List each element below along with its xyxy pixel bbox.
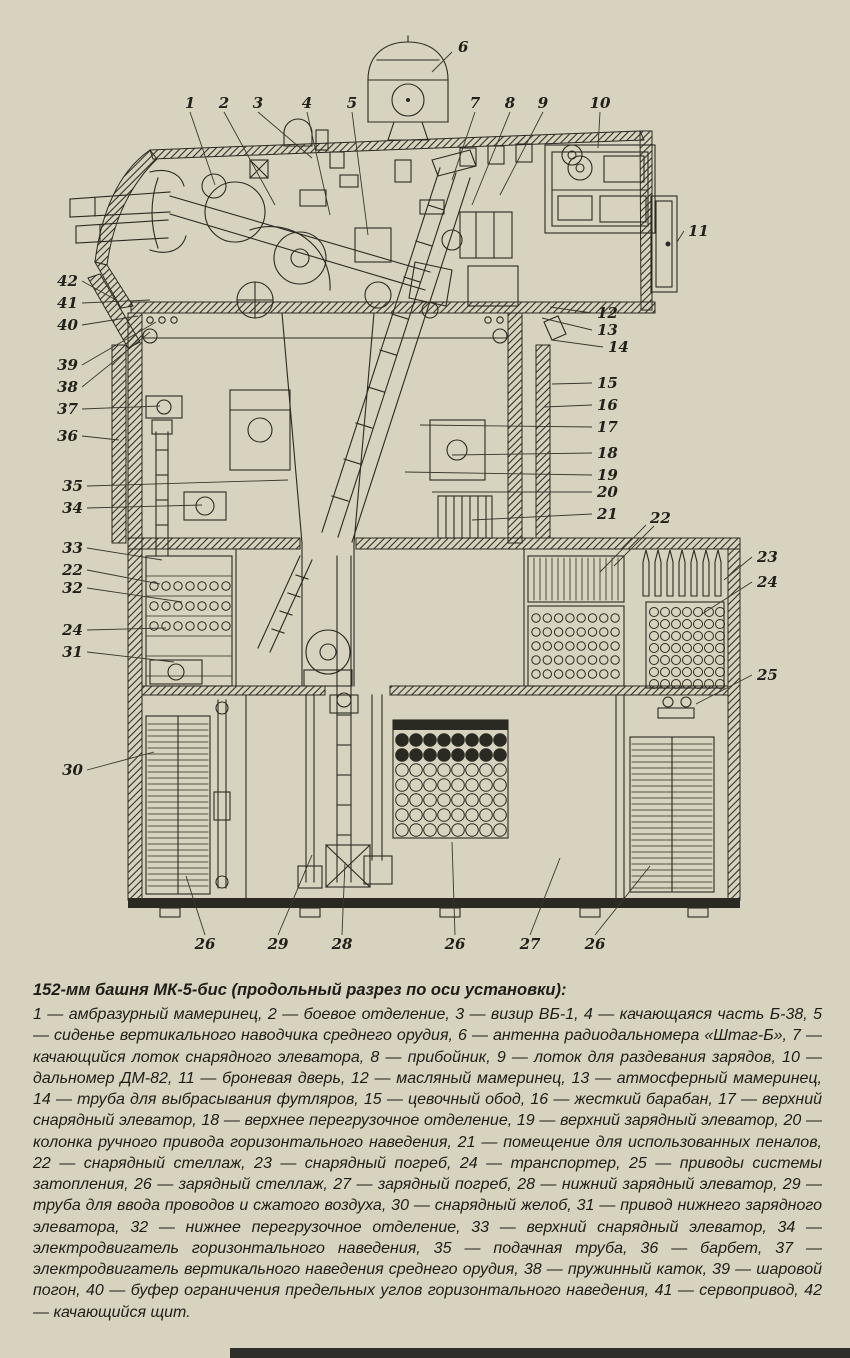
callout-number: 29 <box>267 935 289 953</box>
lower-hoists <box>213 555 695 899</box>
rangefinder-antenna <box>367 35 449 141</box>
right-shell-racks <box>527 549 725 689</box>
callout-number: 38 <box>57 378 78 396</box>
callout-number: 22 <box>61 561 83 579</box>
callout-number: 24 <box>756 573 778 591</box>
callout-number: 23 <box>756 548 778 566</box>
working-chamber <box>141 316 509 557</box>
callout-number: 10 <box>590 94 611 112</box>
callout-number: 39 <box>57 356 78 374</box>
callout-number: 26 <box>444 935 466 953</box>
callout-number: 20 <box>596 483 618 501</box>
diagonal-elevator <box>321 149 477 543</box>
callout-number: 18 <box>597 444 618 462</box>
callout-number: 32 <box>62 579 83 597</box>
callout-number: 12 <box>597 304 618 322</box>
callout-number: 41 <box>57 294 78 312</box>
callout-number: 28 <box>331 935 353 953</box>
callout-number: 33 <box>62 539 83 557</box>
callout-number: 16 <box>597 396 618 414</box>
callout-number: 40 <box>57 316 78 334</box>
feed-trunk <box>235 312 525 687</box>
turret-cross-section-drawing: 1 2 3 4 5 7 8 9 10 6 11 12 13 14 15 16 1… <box>57 35 778 953</box>
callout-number: 26 <box>584 935 606 953</box>
callout-number: 11 <box>688 222 709 240</box>
callout-number: 35 <box>62 477 83 495</box>
callout-number: 1 <box>185 94 195 112</box>
callout-number: 19 <box>597 466 618 484</box>
callout-number: 2 <box>218 94 229 112</box>
callout-number: 5 <box>347 94 357 112</box>
callout-number: 21 <box>596 505 618 523</box>
callout-number: 36 <box>57 427 78 445</box>
callout-number: 34 <box>62 499 83 517</box>
callout-leaders <box>81 51 753 936</box>
page-bottom-edge <box>230 1348 850 1358</box>
callout-number: 24 <box>61 621 83 639</box>
callout-number: 17 <box>597 418 618 436</box>
callout-number: 7 <box>470 94 481 112</box>
callout-number: 3 <box>253 94 263 112</box>
legend-text: 1 — амбразурный мамеринец, 2 — боевое от… <box>33 1006 822 1321</box>
callout-number: 26 <box>194 935 216 953</box>
gun-cradle-machinery <box>201 159 567 341</box>
callout-number: 37 <box>57 400 78 418</box>
callout-number: 31 <box>62 643 83 661</box>
armor-structure <box>87 130 741 918</box>
callout-number: 8 <box>505 94 516 112</box>
rangefinder-dm82 <box>544 144 656 234</box>
center-shell-bin <box>392 719 509 839</box>
callout-number: 13 <box>597 321 618 339</box>
callout-number: 42 <box>57 272 78 290</box>
callout-number: 6 <box>458 38 469 56</box>
callout-number: 27 <box>519 935 541 953</box>
callout-numbers: 1 2 3 4 5 7 8 9 10 6 11 12 13 14 15 16 1… <box>57 38 778 953</box>
callout-number: 15 <box>597 374 618 392</box>
callout-number: 22 <box>649 509 671 527</box>
right-charge-rack <box>629 736 715 893</box>
callout-number: 4 <box>302 94 312 112</box>
left-charge-rack <box>145 715 211 895</box>
callout-number: 30 <box>62 761 83 779</box>
figure-title: 152-мм башня МК-5-бис (продольный разрез… <box>33 981 567 999</box>
callout-number: 25 <box>756 666 778 684</box>
upper-left-racks <box>145 555 233 687</box>
callout-number: 9 <box>538 94 549 112</box>
callout-number: 14 <box>608 338 629 356</box>
armored-door <box>650 195 678 293</box>
caption-block: 152-мм башня МК-5-бис (продольный разрез… <box>33 981 822 1323</box>
